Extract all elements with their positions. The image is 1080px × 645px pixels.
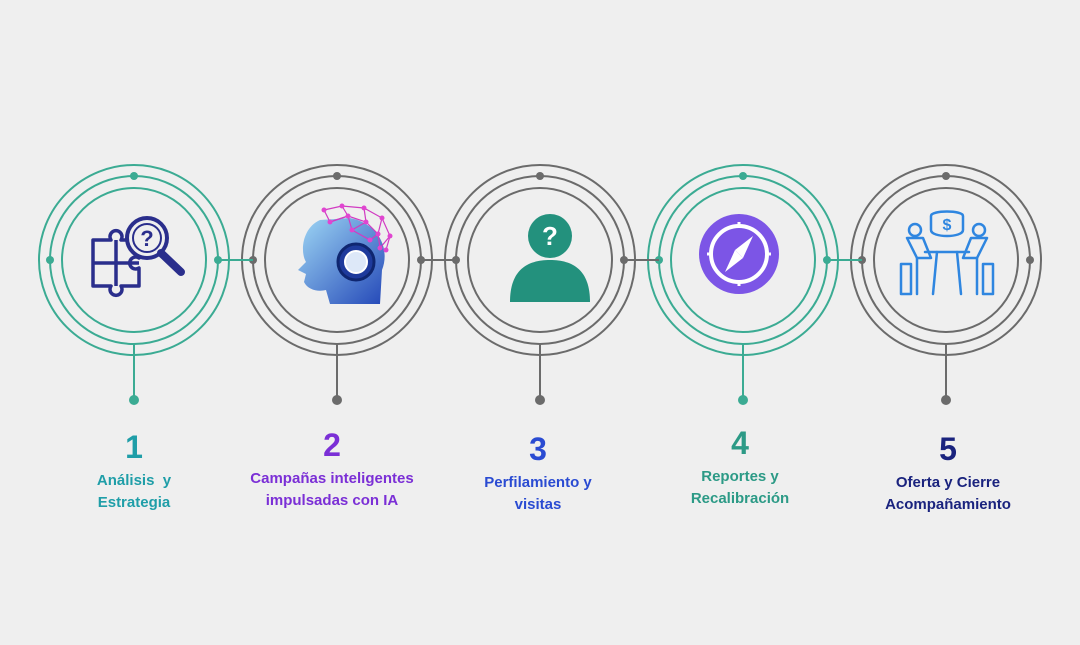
step-3-stem-dot xyxy=(535,395,545,405)
step-2-title: Campañas inteligentes impulsadas con IA xyxy=(232,468,432,512)
step-4-title-line2: Recalibración xyxy=(690,490,790,507)
step-5-top-dot xyxy=(942,172,950,180)
step-1-inner-ring xyxy=(61,187,207,333)
ai-robot-head-icon xyxy=(290,200,393,304)
step-1-title: Análisis y Estrategia xyxy=(34,470,234,514)
step-5-title: Oferta y Cierre Acompañamiento xyxy=(848,472,1048,516)
compass-icon xyxy=(697,212,797,312)
svg-text:?: ? xyxy=(140,226,153,251)
step-5-inner-ring xyxy=(873,187,1019,333)
step-3-label: 3 Perfilamiento y visitas xyxy=(438,430,638,516)
step-4-stem-dot xyxy=(738,395,748,405)
step-2-title-line1: Campañas inteligentes xyxy=(250,470,414,487)
svg-text:$: $ xyxy=(943,217,952,234)
step-4-number: 4 xyxy=(731,425,749,461)
step-5-title-line1: Oferta y Cierre xyxy=(895,474,1001,491)
step-3-title-line1: Perfilamiento y xyxy=(484,474,592,491)
step-1-stem-dot xyxy=(129,395,139,405)
step-5-label: 5 Oferta y Cierre Acompañamiento xyxy=(848,430,1048,516)
step-1-title-line1: Análisis y xyxy=(96,472,172,489)
step-4-inner-ring xyxy=(670,187,816,333)
person-question-icon: ? xyxy=(505,208,605,308)
step-4-title: Reportes y Recalibración xyxy=(640,466,840,510)
step-1-left-dot xyxy=(46,256,54,264)
step-4-title-line1: Reportes y xyxy=(701,468,779,485)
step-3-top-dot xyxy=(536,172,544,180)
step-3-title: Perfilamiento y visitas xyxy=(438,472,638,516)
svg-text:?: ? xyxy=(542,221,558,251)
step-3-inner-ring xyxy=(467,187,613,333)
step-2-title-line2: impulsadas con IA xyxy=(265,492,399,509)
step-5-title-line2: Acompañamiento xyxy=(885,496,1011,513)
meeting-dollar-icon: $ xyxy=(897,208,997,308)
step-2-top-dot xyxy=(333,172,341,180)
step-2-inner-ring xyxy=(264,187,410,333)
step-2-label: 2 Campañas inteligentes impulsadas con I… xyxy=(232,426,432,512)
step-1-top-dot xyxy=(130,172,138,180)
step-4-label: 4 Reportes y Recalibración xyxy=(640,424,840,510)
step-1-label: 1 Análisis y Estrategia xyxy=(34,428,234,514)
step-3-title-line2: visitas xyxy=(514,496,562,513)
puzzle-magnifier-icon: ? xyxy=(85,210,185,310)
step-2-number: 2 xyxy=(323,427,341,463)
step-5-right-dot xyxy=(1026,256,1034,264)
step-1-title-line2: Estrategia xyxy=(97,494,171,511)
step-1-number: 1 xyxy=(125,429,143,465)
step-4-top-dot xyxy=(739,172,747,180)
step-5-stem-dot xyxy=(941,395,951,405)
step-3-number: 3 xyxy=(529,431,547,467)
step-5-number: 5 xyxy=(939,431,957,467)
step-2-stem-dot xyxy=(332,395,342,405)
